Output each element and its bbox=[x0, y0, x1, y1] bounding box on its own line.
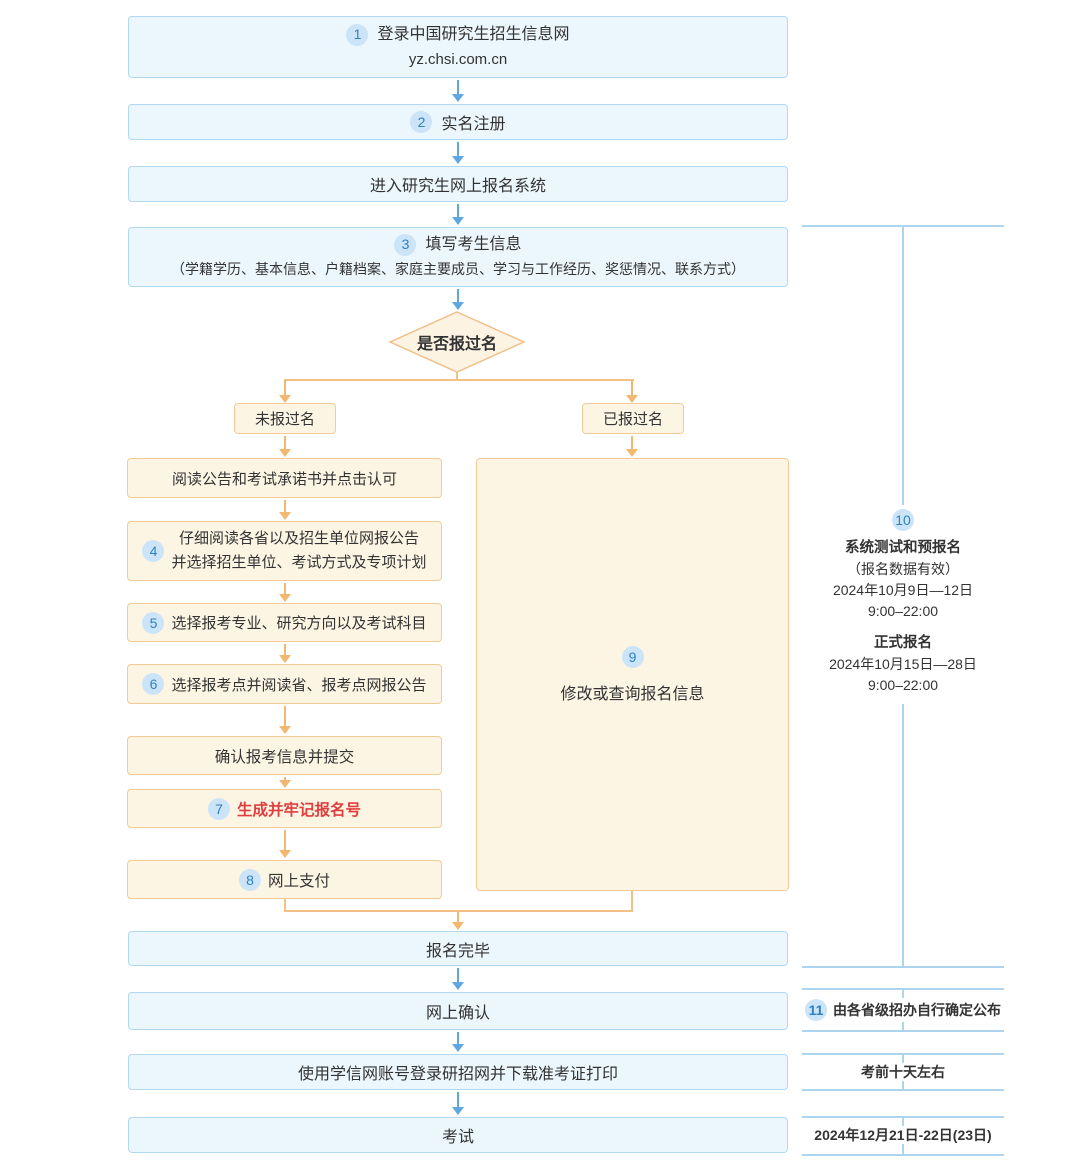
province-announce-label: 由各省级招办自行确定公布 bbox=[833, 1002, 1001, 1018]
connector-line bbox=[284, 910, 633, 912]
connector-line bbox=[631, 891, 633, 912]
step3-label: 填写考生信息 bbox=[425, 236, 522, 253]
pre-register-time: 9:00–22:00 bbox=[867, 603, 939, 619]
exam-box: 考试 bbox=[128, 1117, 788, 1153]
down-arrow bbox=[626, 436, 638, 457]
confirm-submit-box: 确认报考信息并提交 bbox=[127, 736, 442, 775]
branch-registered-box: 已报过名 bbox=[582, 403, 684, 434]
before-exam-label: 考前十天左右 bbox=[855, 1063, 951, 1081]
down-arrow bbox=[279, 380, 291, 403]
step5-choose-major-box: 5 选择报考专业、研究方向以及考试科目 bbox=[127, 603, 442, 642]
step-number-badge: 10 bbox=[892, 509, 914, 531]
down-arrow bbox=[279, 644, 291, 663]
down-arrow bbox=[279, 706, 291, 734]
down-arrow bbox=[279, 436, 291, 457]
finish-label: 报名完毕 bbox=[425, 942, 490, 960]
step9-modify-query-box: 9 修改或查询报名信息 bbox=[476, 458, 789, 891]
formal-register-title: 正式报名 bbox=[874, 635, 932, 651]
down-arrow bbox=[279, 777, 291, 788]
down-arrow bbox=[452, 80, 464, 102]
step7-remember-id-box: 7 生成并牢记报名号 bbox=[127, 789, 442, 828]
down-arrow bbox=[452, 1032, 464, 1052]
down-arrow bbox=[452, 204, 464, 225]
step8-label: 网上支付 bbox=[267, 872, 330, 890]
down-arrow bbox=[452, 289, 464, 310]
step7-label: 生成并牢记报名号 bbox=[236, 801, 361, 819]
down-arrow bbox=[452, 142, 464, 164]
branch-not-registered-box: 未报过名 bbox=[234, 403, 336, 434]
formal-register-time: 9:00–22:00 bbox=[867, 677, 939, 693]
down-arrow bbox=[626, 380, 638, 403]
step-number-badge: 8 bbox=[238, 868, 261, 891]
pre-register-title: 系统测试和预报名 bbox=[845, 540, 961, 556]
timeline-section-11: 11 由各省级招办自行确定公布 bbox=[797, 998, 1009, 1022]
timeline-section-10: 10 系统测试和预报名 （报名数据有效） 2024年10月9日—12日 9:00… bbox=[797, 505, 1009, 704]
step1-label: 登录中国研究生招生信息网 bbox=[377, 26, 570, 43]
step6-choose-site-box: 6 选择报考点并阅读省、报考点网报公告 bbox=[127, 664, 442, 704]
step-number-badge: 9 bbox=[621, 645, 644, 668]
decision-label: 是否报过名 bbox=[416, 336, 497, 353]
timeline-line bbox=[802, 1154, 1004, 1156]
timeline-exam-date: 2024年12月21日-22日(23日) bbox=[790, 1125, 1016, 1145]
step1-login-box: 1 登录中国研究生招生信息网 yz.chsi.com.cn bbox=[128, 16, 788, 78]
online-confirm-label: 网上确认 bbox=[425, 1005, 490, 1022]
step3-detail: （学籍学历、基本信息、户籍档案、家庭主要成员、学习与工作经历、奖惩情况、联系方式… bbox=[171, 261, 745, 277]
down-arrow bbox=[279, 500, 291, 520]
down-arrow bbox=[279, 583, 291, 602]
step3-fill-info-box: 3 填写考生信息 （学籍学历、基本信息、户籍档案、家庭主要成员、学习与工作经历、… bbox=[128, 227, 788, 287]
timeline-before-exam: 考前十天左右 bbox=[797, 1062, 1009, 1082]
read-notice-box: 阅读公告和考试承诺书并点击认可 bbox=[127, 458, 442, 498]
enter-system-box: 进入研究生网上报名系统 bbox=[128, 166, 788, 202]
step-number-badge: 5 bbox=[142, 611, 165, 634]
connector-line bbox=[456, 372, 458, 381]
step4-read-select-box: 4 仔细阅读各省以及招生单位网报公告 并选择招生单位、考试方式及专项计划 bbox=[127, 521, 442, 581]
step2-realname-box: 2 实名注册 bbox=[128, 104, 788, 140]
step-number-badge: 6 bbox=[142, 673, 165, 695]
step8-pay-box: 8 网上支付 bbox=[127, 860, 442, 899]
download-print-label: 使用学信网账号登录研招网并下载准考证打印 bbox=[297, 1066, 618, 1083]
step-number-badge: 4 bbox=[142, 540, 165, 562]
step-number-badge: 7 bbox=[207, 797, 230, 820]
read-notice-label: 阅读公告和考试承诺书并点击认可 bbox=[171, 470, 397, 488]
exam-label: 考试 bbox=[441, 1129, 474, 1146]
formal-register-date: 2024年10月15日—28日 bbox=[829, 656, 977, 672]
timeline-line bbox=[802, 966, 1004, 968]
down-arrow bbox=[452, 1092, 464, 1115]
step9-label: 修改或查询报名信息 bbox=[560, 685, 705, 703]
step6-label: 选择报考点并阅读省、报考点网报公告 bbox=[171, 676, 427, 694]
pre-register-date: 2024年10月9日—12日 bbox=[832, 582, 974, 598]
down-arrow bbox=[279, 830, 291, 858]
step-number-badge: 2 bbox=[410, 111, 433, 133]
finish-box: 报名完毕 bbox=[128, 931, 788, 966]
download-print-box: 使用学信网账号登录研招网并下载准考证打印 bbox=[128, 1054, 788, 1090]
branch-yes-label: 已报过名 bbox=[602, 411, 663, 428]
down-arrow bbox=[452, 912, 464, 930]
timeline-line bbox=[802, 1089, 1004, 1091]
timeline-line bbox=[802, 1030, 1004, 1032]
step5-label: 选择报考专业、研究方向以及考试科目 bbox=[171, 615, 427, 632]
exam-date-label: 2024年12月21日-22日(23日) bbox=[810, 1126, 996, 1144]
step4-line1: 仔细阅读各省以及招生单位网报公告 bbox=[178, 530, 419, 547]
step-number-badge: 3 bbox=[394, 233, 417, 256]
branch-no-label: 未报过名 bbox=[254, 411, 315, 428]
confirm-submit-label: 确认报考信息并提交 bbox=[214, 748, 355, 766]
enter-system-label: 进入研究生网上报名系统 bbox=[369, 178, 546, 195]
connector-line bbox=[284, 899, 286, 912]
down-arrow bbox=[452, 968, 464, 990]
step-number-badge: 1 bbox=[346, 23, 369, 46]
online-confirm-box: 网上确认 bbox=[128, 992, 788, 1030]
step-number-badge: 11 bbox=[805, 999, 827, 1021]
step1-url: yz.chsi.com.cn bbox=[408, 51, 508, 68]
pre-register-note: （报名数据有效） bbox=[847, 561, 959, 577]
step4-line2: 并选择招生单位、考试方式及专项计划 bbox=[171, 554, 427, 571]
step2-label: 实名注册 bbox=[441, 116, 506, 133]
connector-line bbox=[284, 379, 634, 381]
